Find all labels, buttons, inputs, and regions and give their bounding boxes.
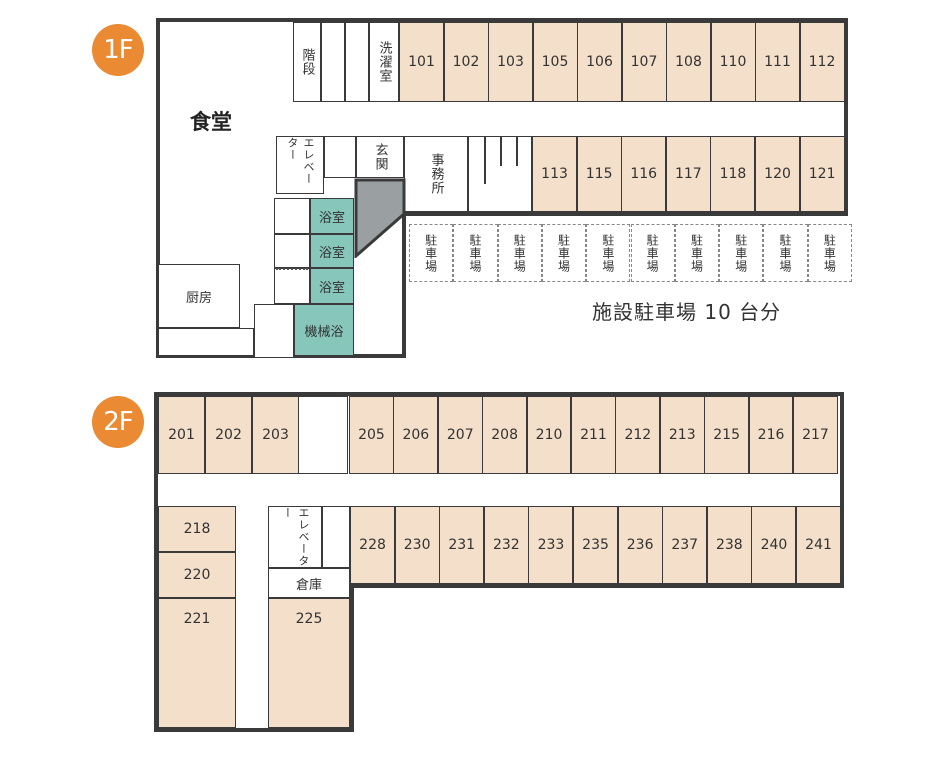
office: 事務所	[404, 136, 468, 212]
room-205: 205	[349, 396, 394, 474]
bath-room-3: 浴室	[310, 268, 354, 304]
room-110: 110	[710, 22, 756, 102]
kitchen-storage	[158, 328, 254, 356]
entrance: 玄関	[356, 136, 404, 178]
room-230: 230	[394, 506, 440, 584]
room-121: 121	[799, 136, 845, 212]
room-236: 236	[617, 506, 663, 584]
machine-bath-anteroom	[254, 304, 294, 358]
room-237: 237	[662, 506, 708, 584]
room-116: 116	[621, 136, 667, 212]
parking-space: 駐車場	[497, 224, 542, 282]
elevator-shaft-1f	[324, 136, 356, 178]
room-228: 228	[350, 506, 396, 584]
room-238: 238	[706, 506, 752, 584]
room-113: 113	[532, 136, 578, 212]
room-117: 117	[665, 136, 711, 212]
room-101: 101	[399, 22, 444, 102]
parking-space: 駐車場	[807, 224, 852, 282]
room-218: 218	[158, 506, 236, 552]
room-232: 232	[483, 506, 529, 584]
bath-room-2: 浴室	[310, 234, 354, 268]
room-203: 203	[252, 396, 299, 474]
room-105: 105	[532, 22, 578, 102]
bath-side-3	[274, 268, 310, 304]
room-120: 120	[755, 136, 801, 212]
room-206: 206	[393, 396, 439, 474]
room-102: 102	[443, 22, 489, 102]
room-108: 108	[666, 22, 711, 102]
room-112: 112	[799, 22, 845, 102]
room-111: 111	[755, 22, 800, 102]
parking-space-label: 駐車場	[822, 233, 837, 273]
room-216: 216	[748, 396, 794, 474]
room-106: 106	[577, 22, 622, 102]
room-235: 235	[573, 506, 619, 584]
room-225: 225	[268, 598, 350, 728]
parking-space-label: 駐車場	[556, 233, 571, 273]
elevator-shaft-2f	[322, 506, 350, 568]
laundry-room: 洗濯室	[369, 22, 399, 102]
floor-2f-badge: 2F	[92, 396, 144, 448]
room-208: 208	[482, 396, 528, 474]
parking-space-label: 駐車場	[778, 233, 793, 273]
bath-side-1	[274, 198, 310, 234]
stairwell-2f	[298, 396, 348, 474]
parking-space-label: 駐車場	[512, 233, 527, 273]
bath-room-1: 浴室	[310, 198, 354, 234]
parking-space: 駐車場	[630, 224, 675, 282]
parking-space-label: 駐車場	[600, 233, 615, 273]
room-240: 240	[751, 506, 797, 584]
storage: 倉庫	[268, 568, 350, 598]
parking-space-label: 駐車場	[733, 233, 748, 273]
entrance-hall	[354, 178, 406, 258]
room-221: 221	[158, 598, 236, 728]
parking-space-label: 駐車場	[423, 233, 438, 273]
room-115: 115	[576, 136, 622, 212]
room-207: 207	[437, 396, 483, 474]
room-213: 213	[659, 396, 705, 474]
room-215: 215	[704, 396, 750, 474]
stairs-well	[321, 22, 345, 102]
parking-space-label: 駐車場	[467, 233, 482, 273]
stairs-well-2	[345, 22, 369, 102]
dining-room-label: 食堂	[190, 110, 232, 134]
room-202: 202	[205, 396, 252, 474]
parking-space-label: 駐車場	[689, 233, 704, 273]
parking-caption: 施設駐車場 10 台分	[592, 300, 782, 324]
room-212: 212	[615, 396, 661, 474]
room-233: 233	[528, 506, 574, 584]
room-217: 217	[793, 396, 838, 474]
parking-space: 駐車場	[453, 224, 498, 282]
room-211: 211	[571, 396, 616, 474]
parking-space: 駐車場	[541, 224, 587, 282]
room-107: 107	[621, 22, 667, 102]
room-220: 220	[158, 552, 236, 598]
kitchen: 厨房	[158, 264, 240, 328]
parking-space: 駐車場	[674, 224, 720, 282]
parking-space: 駐車場	[719, 224, 764, 282]
parking-space: 駐車場	[763, 224, 808, 282]
bath-side-2	[274, 234, 310, 268]
parking-space-label: 駐車場	[645, 233, 660, 273]
parking-space: 駐車場	[586, 224, 631, 282]
room-103: 103	[488, 22, 533, 102]
elevator-1f: エレベーター	[276, 136, 324, 194]
parking-space: 駐車場	[409, 224, 454, 282]
room-231: 231	[439, 506, 485, 584]
room-118: 118	[710, 136, 756, 212]
machine-bath: 機械浴	[294, 304, 354, 356]
floor-1f-badge: 1F	[92, 24, 144, 76]
stairs: 階段	[293, 22, 321, 102]
room-210: 210	[526, 396, 572, 474]
elevator-2f: エレベーター	[268, 506, 322, 568]
room-241: 241	[796, 506, 842, 584]
room-201: 201	[158, 396, 205, 474]
